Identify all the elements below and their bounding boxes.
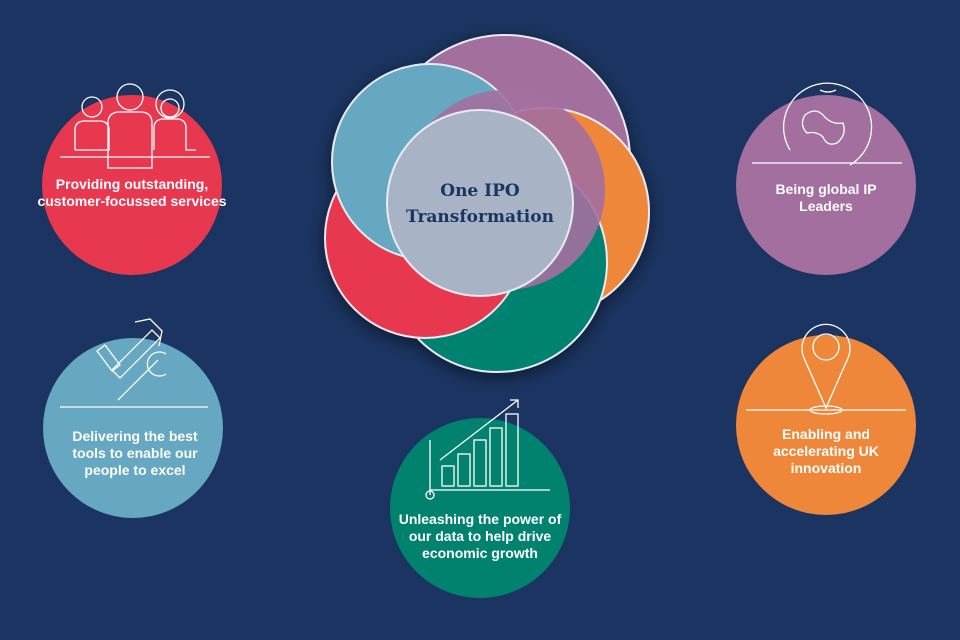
pillar-circle-innovation [736, 335, 916, 515]
pillar-circle-data [390, 418, 570, 598]
location-pin-icon [746, 323, 906, 415]
pillar-label-customer: Providing outstanding, customer-focussed… [37, 176, 227, 209]
pillar-circle-tools [43, 338, 223, 518]
pillar-circle-global [736, 95, 916, 275]
tools-icon [60, 318, 208, 408]
pillar-label-innovation: Enabling and accelerating UK innovation [773, 426, 879, 476]
pillar-circle-customer [42, 95, 222, 275]
bar-chart-growth-icon [425, 399, 550, 500]
pillar-label-global: Being global IP Leaders [775, 181, 877, 214]
pillar-label-data: Unleashing the power of our data to help… [398, 511, 562, 561]
center-title-line1: One IPO [440, 181, 520, 201]
pillar-label-tools: Delivering the best tools to enable our … [72, 428, 198, 478]
center-title-line2: Transformation [406, 207, 554, 227]
center-circle [386, 109, 574, 297]
swirl-graphic [324, 34, 650, 373]
people-icon [60, 83, 210, 169]
center-title: One IPO Transformation [385, 178, 575, 230]
globe-icon [752, 82, 902, 166]
